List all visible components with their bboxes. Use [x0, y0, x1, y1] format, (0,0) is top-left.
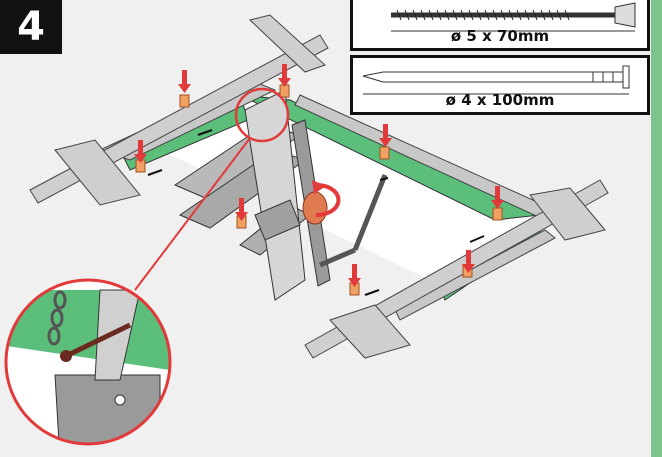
- nail-icon: [362, 65, 630, 95]
- down-arrow-icon: [134, 64, 504, 287]
- screw-size-label: ø 5 x 70mm: [450, 27, 550, 45]
- rotate-arrow-icon: [302, 180, 341, 225]
- stay-arm: [352, 174, 388, 251]
- detail-zoom: [4, 278, 172, 446]
- support-beams: [29, 14, 609, 359]
- screw-marks: [147, 129, 485, 296]
- fastener-screw-box: ø 5 x 70mm: [350, 0, 650, 51]
- callout-target: [234, 87, 290, 143]
- side-accent-strip: [651, 0, 662, 457]
- fastener-nail-box: ø 4 x 100mm: [350, 55, 650, 115]
- nail-size-label: ø 4 x 100mm: [445, 91, 555, 109]
- callout-leader: [134, 137, 251, 291]
- screw-icon: [391, 2, 636, 32]
- step-number: 4: [0, 0, 62, 54]
